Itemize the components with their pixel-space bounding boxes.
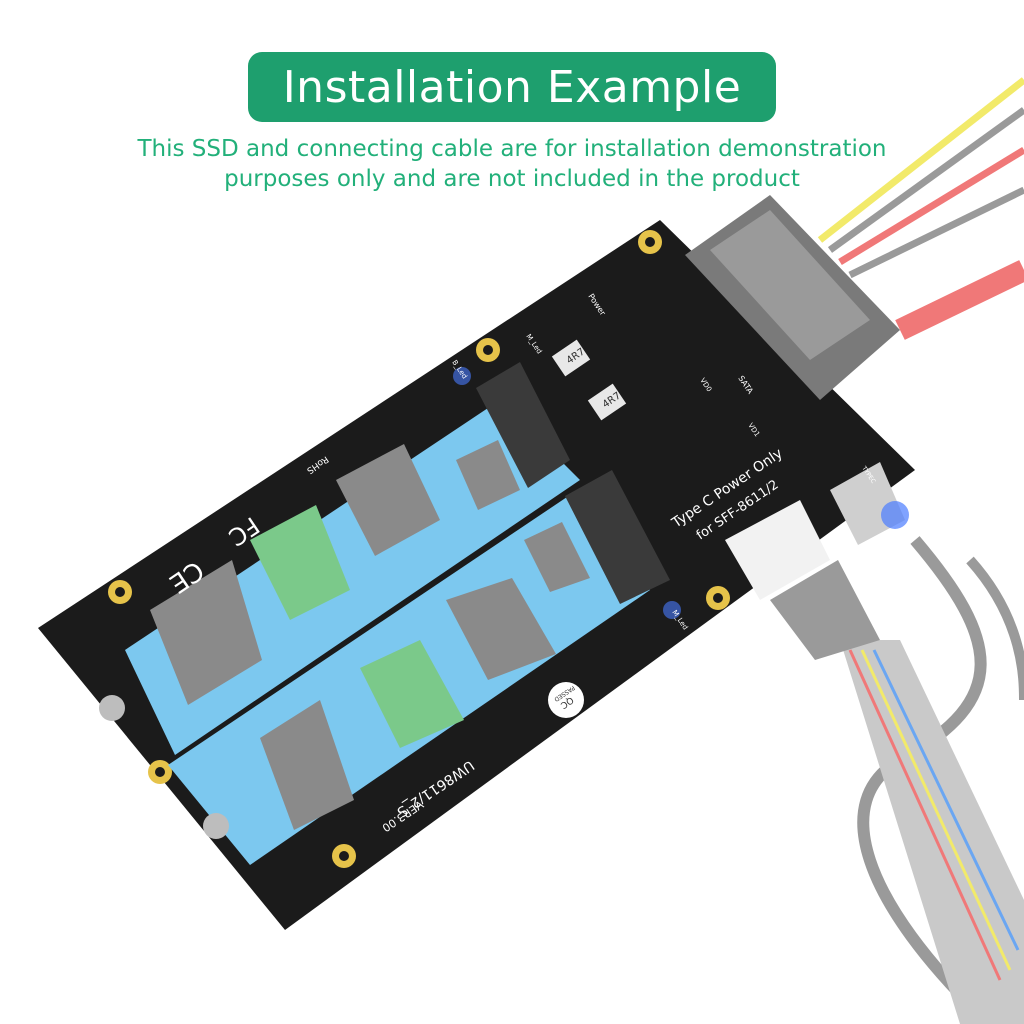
pcb-board: 4R7 4R7 Type C Power Only for SFF-8611/2… [38, 195, 915, 930]
ribbon-stripe-yellow [860, 649, 1012, 971]
ssd-top-chip-2 [336, 444, 440, 556]
sata-wires [817, 77, 1024, 340]
qc-badge [548, 682, 584, 718]
typec-led [881, 501, 909, 529]
wire-gray-2 [848, 186, 1024, 279]
ssd-bottom-chip-2 [446, 578, 556, 680]
wire-gray-1 [827, 107, 1024, 253]
wire-red-1 [838, 147, 1024, 265]
subtitle-line-1: This SSD and connecting cable are for in… [137, 136, 887, 162]
screw-1 [99, 695, 125, 721]
title-text: Installation Example [282, 61, 742, 113]
m2-slot-bottom [565, 470, 670, 604]
led-m [663, 601, 681, 619]
ssd-bottom-chip-1 [260, 700, 354, 830]
screw-2 [203, 813, 229, 839]
wire-yellow-1 [817, 77, 1024, 243]
ribbon-stripe-red [848, 649, 1002, 981]
ssd-top-chip-green [250, 505, 350, 620]
sff-connector [725, 500, 830, 600]
title-banner: Installation Example [248, 52, 776, 122]
sff-plug [770, 560, 880, 660]
m2-slot-top [476, 362, 570, 488]
ssd-top-chip-1 [150, 560, 262, 705]
inductor-2 [587, 383, 627, 421]
ssd-bottom-chip-3 [524, 522, 590, 592]
ribbon-cable [840, 640, 1024, 1024]
led-b [453, 367, 471, 385]
wire-red-thick [895, 260, 1024, 340]
ssd-bottom-chip-green [360, 640, 464, 748]
ribbon-stripe-blue [872, 649, 1020, 951]
inductor-1 [551, 339, 591, 377]
ssd-top-chip-3 [456, 440, 520, 510]
subtitle-line-2: purposes only and are not included in th… [224, 166, 800, 192]
